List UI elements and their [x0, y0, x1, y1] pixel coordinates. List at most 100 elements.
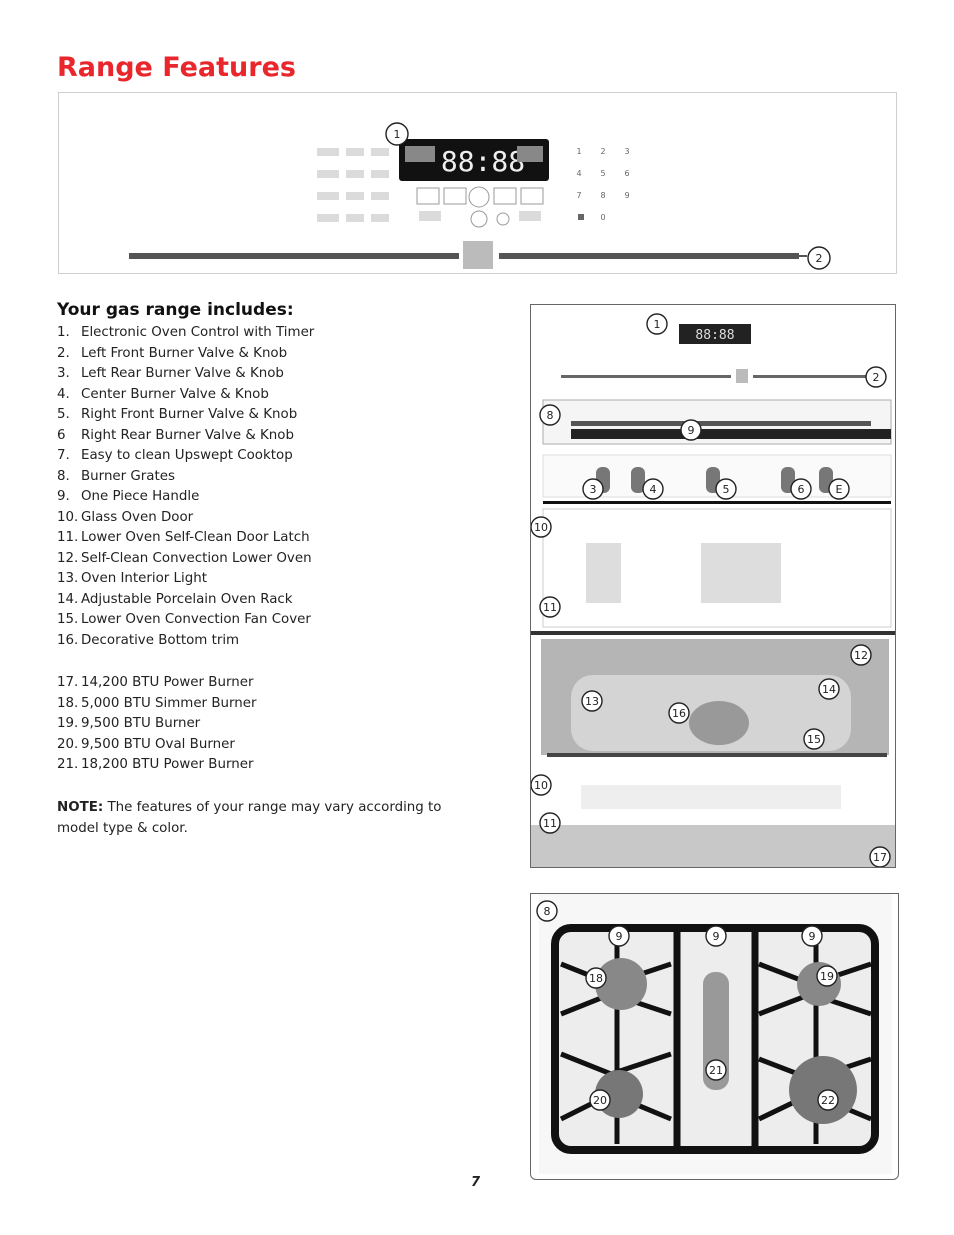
list-item: 15.Lower Oven Convection Fan Cover — [57, 612, 311, 627]
callout-9a — [608, 925, 630, 947]
callout-3-label: 3 — [590, 483, 597, 496]
list-item: 10.Glass Oven Door — [57, 509, 194, 525]
callout-16-label: 16 — [672, 707, 686, 720]
list-item: 18.5,000 BTU Simmer Burner — [57, 695, 257, 711]
range-figure: 88:88 1 2 8 — [530, 304, 896, 868]
key-1: 1 — [576, 147, 581, 156]
callout-11 — [539, 596, 561, 618]
callout-22-label: 22 — [821, 1094, 835, 1107]
callout-9-label: 9 — [688, 424, 695, 437]
callout-1 — [646, 313, 668, 335]
lock-icon — [578, 214, 584, 220]
callout-1-label: 1 — [654, 318, 661, 331]
callout-11b-label: 11 — [543, 817, 557, 830]
callout-10b — [531, 774, 552, 796]
callout-6 — [790, 478, 812, 500]
callout-4-label: 4 — [650, 483, 657, 496]
callout-8-label: 8 — [544, 905, 551, 918]
callout-9c — [801, 925, 823, 947]
list-item: 12.Self-Clean Convection Lower Oven — [57, 550, 312, 566]
callout-8 — [539, 404, 561, 426]
callout-5 — [715, 478, 737, 500]
callout-2 — [807, 246, 831, 270]
callout-12 — [850, 644, 872, 666]
display-digits: 88:88 — [441, 145, 525, 178]
callout-14 — [818, 678, 840, 700]
callout-6-label: 6 — [798, 483, 805, 496]
cooktop-figure: 8 9 9 9 18 19 21 20 22 — [530, 893, 899, 1180]
feature-list: 1.Electronic Oven Control with Timer 2.L… — [57, 323, 314, 651]
burner-18 — [595, 958, 647, 1010]
callout-13-label: 13 — [585, 695, 599, 708]
callout-18-label: 18 — [589, 972, 603, 985]
callout-9b-label: 9 — [713, 930, 720, 943]
list-item: 11.Lower Oven Self-Clean Door Latch — [57, 530, 310, 545]
key-7: 7 — [576, 191, 581, 200]
callout-10 — [531, 516, 552, 538]
key-6: 6 — [624, 169, 629, 178]
callout-9a-label: 9 — [616, 930, 623, 943]
callout-8 — [536, 900, 558, 922]
callout-11-label: 11 — [543, 601, 557, 614]
list-item: 9.One Piece Handle — [57, 489, 200, 504]
trim-bar-left — [129, 253, 459, 259]
list-item: 4.Center Burner Valve & Knob — [57, 386, 269, 402]
callout-14-label: 14 — [822, 683, 836, 696]
page-number: 7 — [471, 1175, 481, 1190]
control-panel-svg: 88:88 1 2 3 4 5 6 7 8 9 0 1 2 — [129, 122, 831, 270]
callout-e-label: E — [836, 483, 843, 496]
callout-2-label: 2 — [873, 371, 880, 384]
list-item: 16.Decorative Bottom trim — [57, 632, 240, 648]
burner-21 — [703, 972, 729, 1090]
callout-10b-label: 10 — [534, 779, 548, 792]
callout-21-label: 21 — [709, 1064, 723, 1077]
key-0: 0 — [600, 213, 605, 222]
callout-19-label: 19 — [820, 970, 834, 983]
callout-9 — [680, 419, 702, 441]
key-5: 5 — [600, 169, 605, 178]
list-item: 13.Oven Interior Light — [57, 571, 207, 586]
callout-15 — [803, 728, 825, 750]
cooktop-figure-svg: 8 9 9 9 18 19 21 20 22 — [536, 894, 892, 1174]
callout-2-label: 2 — [816, 252, 823, 265]
callout-15-label: 15 — [807, 733, 821, 746]
range-figure-svg: 88:88 1 2 8 — [531, 313, 895, 867]
list-item: 19.9,500 BTU Burner — [57, 716, 201, 731]
list-item: 14.Adjustable Porcelain Oven Rack — [57, 591, 293, 607]
control-panel-buttons — [317, 148, 544, 228]
callout-9b — [705, 925, 727, 947]
page-title: Range Features — [57, 52, 296, 83]
callout-9c-label: 9 — [809, 930, 816, 943]
burner-list: 17.14,200 BTU Power Burner 18.5,000 BTU … — [57, 673, 257, 776]
callout-22 — [817, 1089, 839, 1111]
list-item: 5.Right Front Burner Valve & Knob — [57, 407, 298, 422]
key-4: 4 — [576, 169, 581, 178]
list-item: 1.Electronic Oven Control with Timer — [57, 325, 315, 340]
key-3: 3 — [624, 147, 629, 156]
list-item: 21.18,200 BTU Power Burner — [57, 757, 254, 772]
callout-16 — [668, 702, 690, 724]
trim-bar-right — [499, 253, 799, 259]
oven-display — [399, 139, 549, 181]
key-9: 9 — [624, 191, 629, 200]
callout-13 — [581, 690, 603, 712]
callout-10-label: 10 — [534, 521, 548, 534]
callout-19 — [816, 965, 838, 987]
callout-1-label: 1 — [394, 128, 401, 141]
callout-17-label: 17 — [873, 851, 887, 864]
list-item: 17.14,200 BTU Power Burner — [57, 675, 254, 690]
callout-1 — [385, 122, 409, 146]
list-item: 8.Burner Grates — [57, 468, 175, 484]
note: NOTE: The features of your range may var… — [57, 797, 457, 839]
callout-21 — [705, 1059, 727, 1081]
list-item: 20.9,500 BTU Oval Burner — [57, 736, 235, 752]
keypad: 1 2 3 4 5 6 7 8 9 0 — [576, 147, 629, 222]
note-text: The features of your range may vary acco… — [57, 800, 442, 836]
callout-8-label: 8 — [547, 409, 554, 422]
section-title: Your gas range includes: — [57, 300, 294, 320]
callout-12-label: 12 — [854, 649, 868, 662]
callout-3 — [582, 478, 604, 500]
callout-4 — [642, 478, 664, 500]
callout-2 — [865, 366, 887, 388]
